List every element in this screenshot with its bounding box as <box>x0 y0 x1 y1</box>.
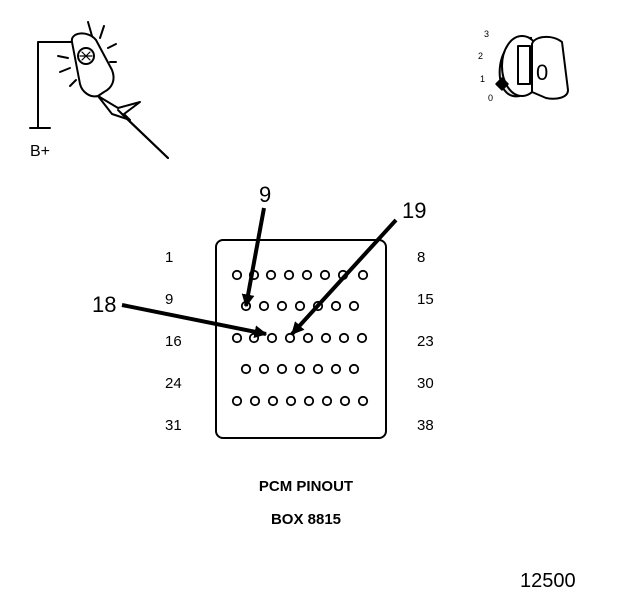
pin-cavity <box>258 363 270 375</box>
pin-cavity <box>302 332 314 344</box>
pin-cavity <box>248 332 260 344</box>
callout-arrow-19 <box>290 218 398 336</box>
pin-cavity <box>249 395 261 407</box>
pin-cavity <box>321 395 333 407</box>
figure-number: 12500 <box>520 570 576 592</box>
row-label-right: 15 <box>417 291 434 308</box>
pin-cavity <box>330 363 342 375</box>
pin-cavity <box>267 395 279 407</box>
ignition-position-1: 1 <box>480 74 485 84</box>
callout-arrow-9 <box>241 207 266 308</box>
caption-title: PCM PINOUT <box>259 478 353 495</box>
pin-cavity <box>294 363 306 375</box>
callout-arrow-18 <box>121 303 268 338</box>
row-label-left: 1 <box>165 249 173 266</box>
pin-cavity <box>348 363 360 375</box>
ignition-position-2: 2 <box>478 51 483 61</box>
pin-cavity <box>338 332 350 344</box>
pin-cavity <box>266 332 278 344</box>
callout-label-18: 18 <box>92 292 116 317</box>
callout-label-9: 9 <box>259 182 271 207</box>
pin-cavity <box>285 395 297 407</box>
probe-label: B+ <box>30 143 50 160</box>
pin-cavity <box>357 269 369 281</box>
row-label-right: 8 <box>417 249 425 266</box>
pin-cavity <box>231 269 243 281</box>
pin-cavity <box>312 363 324 375</box>
ignition-position-3: 3 <box>484 29 489 39</box>
pin-cavity <box>319 269 331 281</box>
row-label-left: 24 <box>165 375 182 392</box>
connector-pins <box>231 269 369 407</box>
pin-cavity <box>276 300 288 312</box>
pin-cavity <box>231 332 243 344</box>
row-label-left: 31 <box>165 417 182 434</box>
pin-cavity <box>356 332 368 344</box>
pin-cavity <box>303 395 315 407</box>
caption-box: BOX 8815 <box>271 511 341 528</box>
pin-cavity <box>330 300 342 312</box>
pin-cavity <box>258 300 270 312</box>
ignition-position-0: 0 <box>488 93 493 103</box>
pin-cavity <box>283 269 295 281</box>
pin-cavity <box>348 300 360 312</box>
connector-body <box>215 239 387 439</box>
pin-cavity <box>265 269 277 281</box>
test-light-probe-icon <box>29 21 169 159</box>
pin-cavity <box>301 269 313 281</box>
pin-cavity <box>294 300 306 312</box>
key-label: 0 <box>536 60 548 85</box>
row-label-right: 38 <box>417 417 434 434</box>
pin-cavity <box>357 395 369 407</box>
row-label-right: 23 <box>417 333 434 350</box>
callout-label-19: 19 <box>402 198 426 223</box>
pin-cavity <box>320 332 332 344</box>
pin-cavity <box>284 332 296 344</box>
pin-cavity <box>276 363 288 375</box>
row-label-left: 9 <box>165 291 173 308</box>
ignition-key-icon <box>495 35 569 100</box>
row-label-right: 30 <box>417 375 434 392</box>
row-label-left: 16 <box>165 333 182 350</box>
pin-cavity <box>240 363 252 375</box>
pin-cavity <box>339 395 351 407</box>
pin-cavity <box>231 395 243 407</box>
